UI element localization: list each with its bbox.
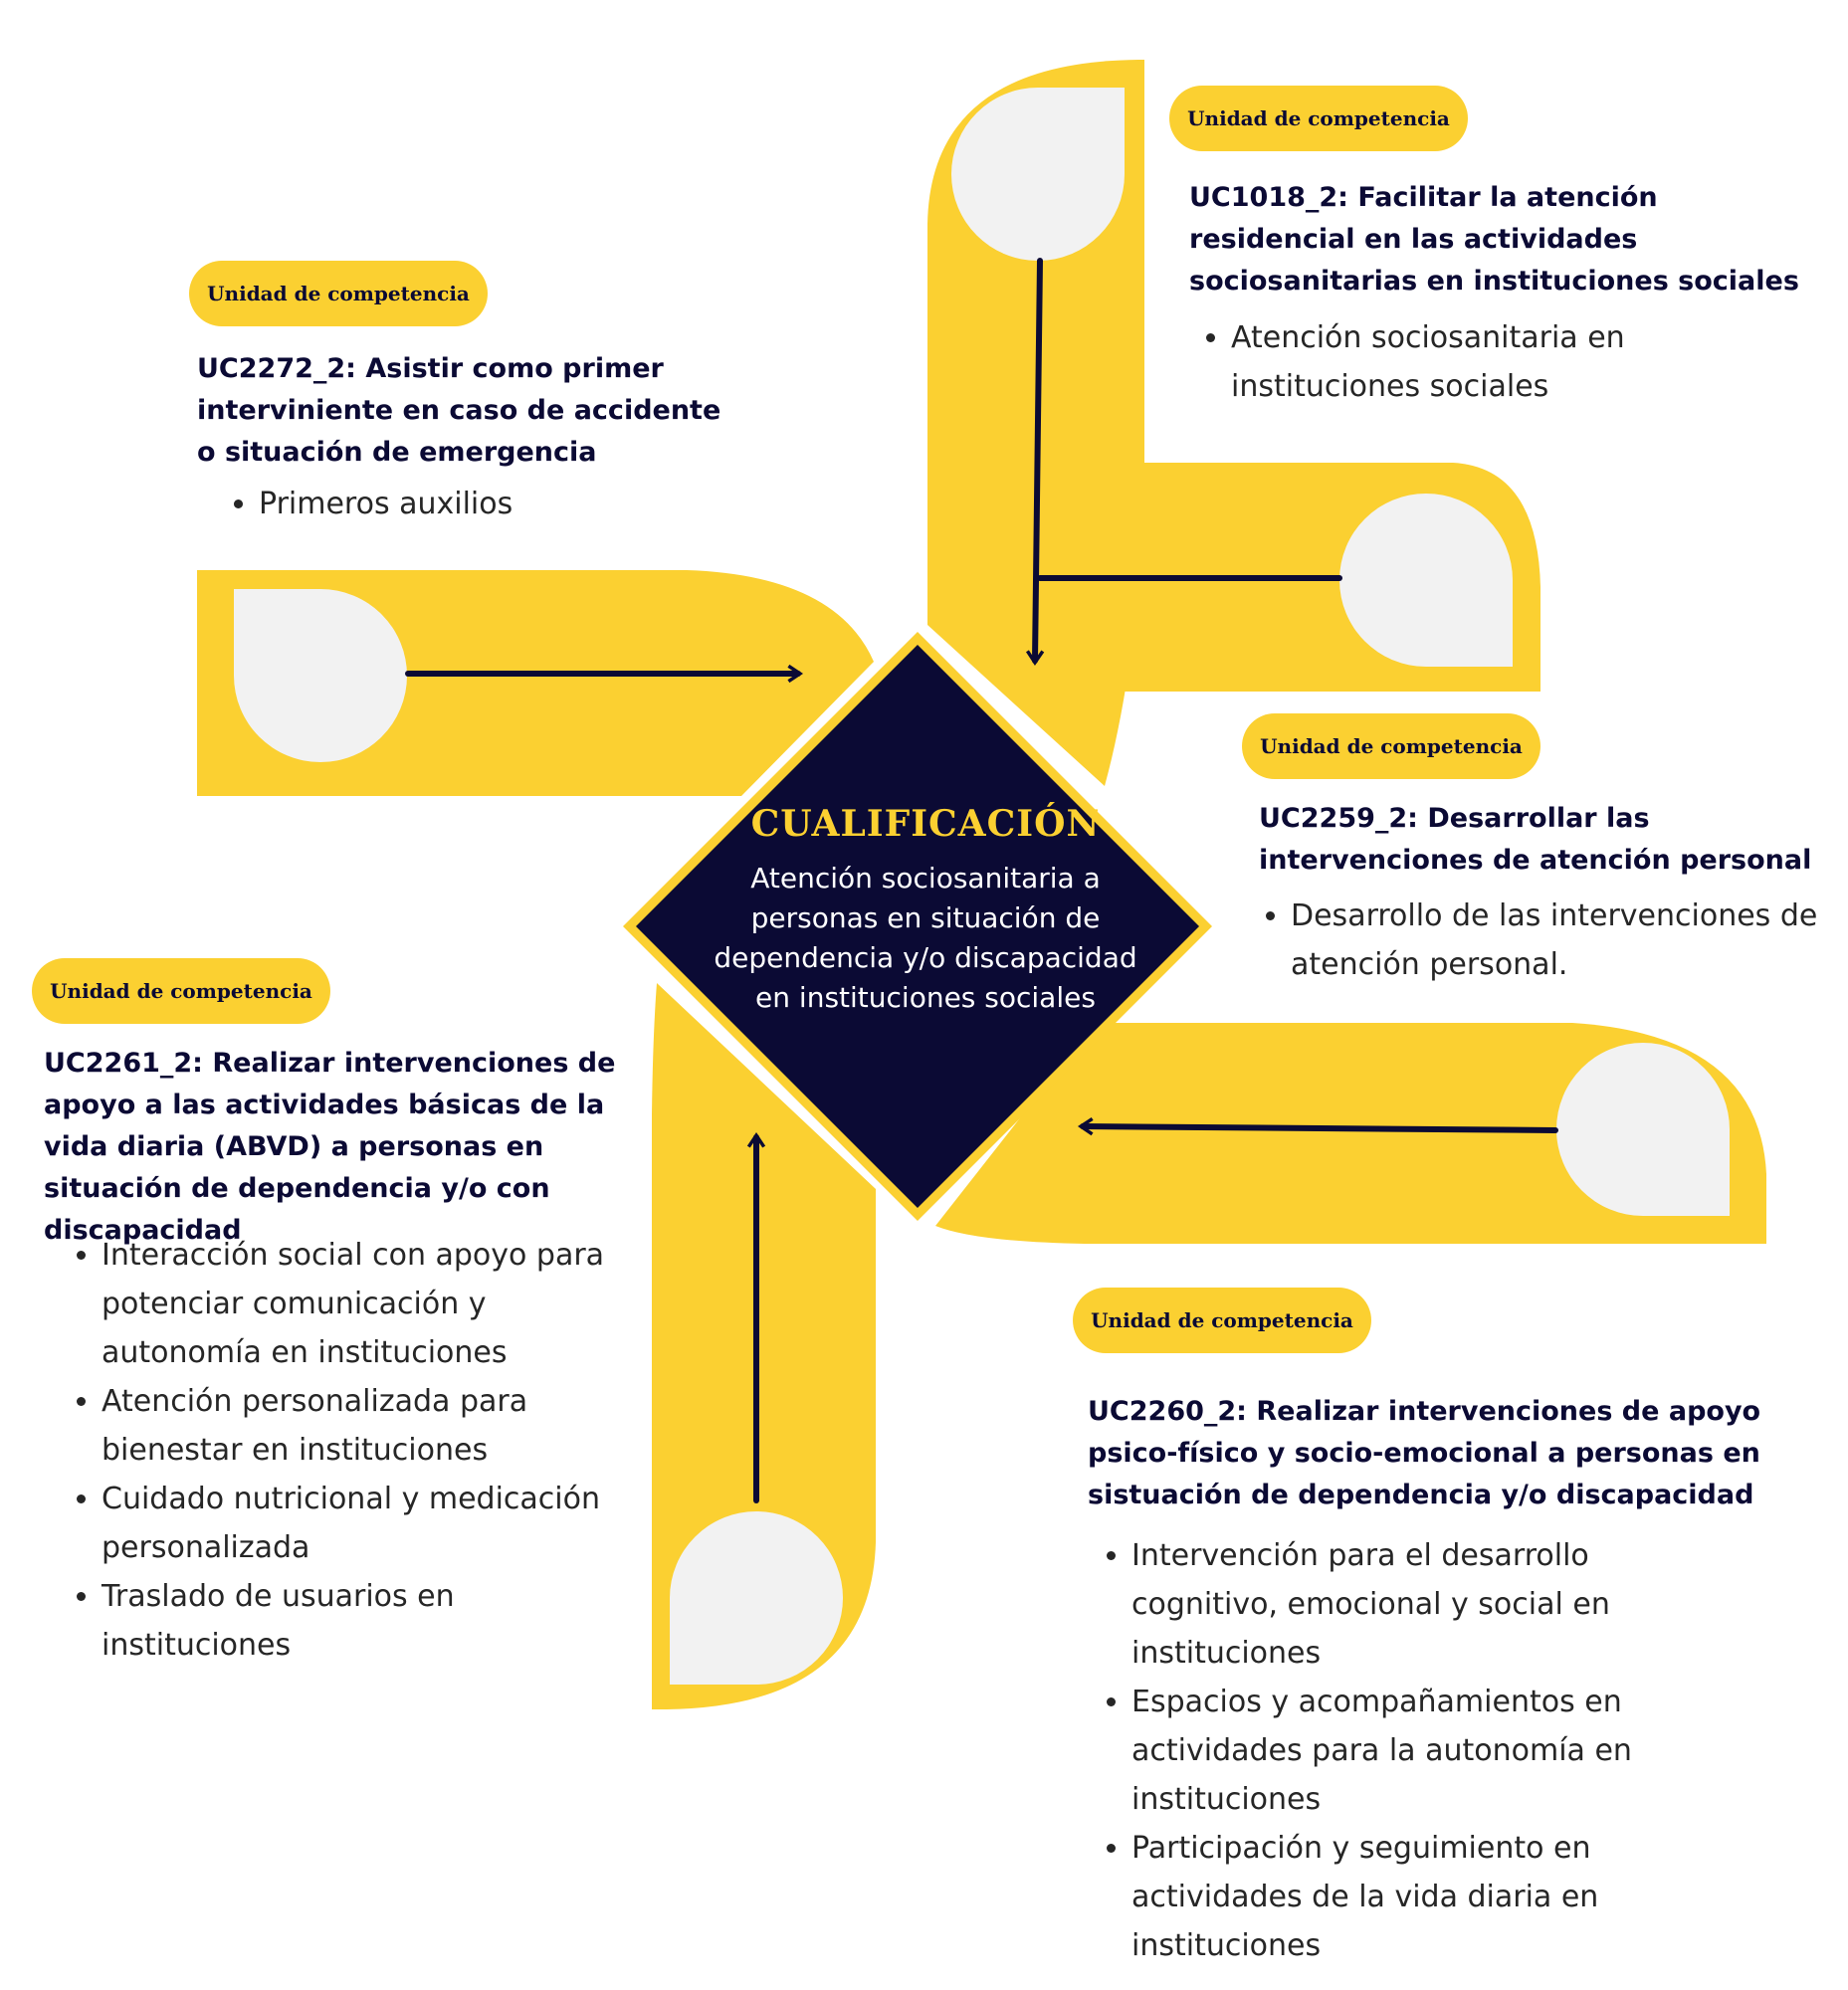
unit-title-uc1018: UC1018_2: Facilitar la atención residenc… — [1189, 182, 1799, 297]
circle-right-top — [1339, 494, 1513, 667]
unit-title-uc2260: UC2260_2: Realizar intervenciones de apo… — [1088, 1396, 1761, 1510]
unit-badge-uc2261: Unidad de competencia — [32, 958, 330, 1024]
list-item: Atención sociosanitaria en instituciones… — [1231, 313, 1748, 411]
unit-list-uc1018: Atención sociosanitaria en instituciones… — [1189, 313, 1748, 411]
unit-list-uc2272: Primeros auxilios — [217, 480, 776, 528]
unit-list-uc2259: Desarrollo de las intervenciones de aten… — [1249, 892, 1848, 989]
unit-title-uc2272: UC2272_2: Asistir como primer intervinie… — [197, 353, 721, 468]
list-item: Interacción social con apoyo para potenc… — [102, 1231, 644, 1377]
circle-left — [234, 589, 407, 762]
list-item: Desarrollo de las intervenciones de aten… — [1291, 892, 1848, 989]
unit-title-uc2259: UC2259_2: Desarrollar las intervenciones… — [1259, 803, 1812, 876]
list-item: Intervención para el desarrollo cognitiv… — [1131, 1531, 1689, 1678]
list-item: Espacios y acompañamientos en actividade… — [1131, 1678, 1689, 1824]
arrow-top — [1025, 258, 1045, 667]
unit-list-uc2261: Interacción social con apoyo para potenc… — [60, 1231, 644, 1670]
unit-badge-uc1018: Unidad de competencia — [1169, 86, 1468, 151]
list-item: Traslado de usuarios en instituciones — [102, 1572, 644, 1670]
arrow-right-bottom — [1077, 1116, 1558, 1136]
unit-badge-uc2260: Unidad de competencia — [1073, 1288, 1371, 1353]
center-label: CUALIFICACIÓN Atención sociosanitaria a … — [697, 801, 1154, 1018]
center-description: Atención sociosanitaria a personas en si… — [714, 862, 1137, 1014]
center-heading: CUALIFICACIÓN — [750, 803, 1101, 845]
list-item: Cuidado nutricional y medicación persona… — [102, 1475, 644, 1572]
list-item: Atención personalizada para bienestar en… — [102, 1377, 644, 1475]
arm-right-bottom — [935, 1023, 1766, 1244]
unit-list-uc2260: Intervención para el desarrollo cognitiv… — [1090, 1531, 1689, 1970]
center-diamond — [636, 645, 1199, 1208]
unit-badge-uc2272: Unidad de competencia — [189, 261, 488, 326]
unit-title-uc2261: UC2261_2: Realizar intervenciones de apo… — [44, 1048, 616, 1246]
list-item: Primeros auxilios — [259, 480, 776, 528]
circle-right-bottom — [1556, 1043, 1730, 1216]
unit-badge-uc2259: Unidad de competencia — [1242, 713, 1540, 779]
list-item: Participación y seguimiento en actividad… — [1131, 1824, 1689, 1970]
circle-bottom — [670, 1511, 843, 1685]
circle-top — [951, 88, 1125, 261]
